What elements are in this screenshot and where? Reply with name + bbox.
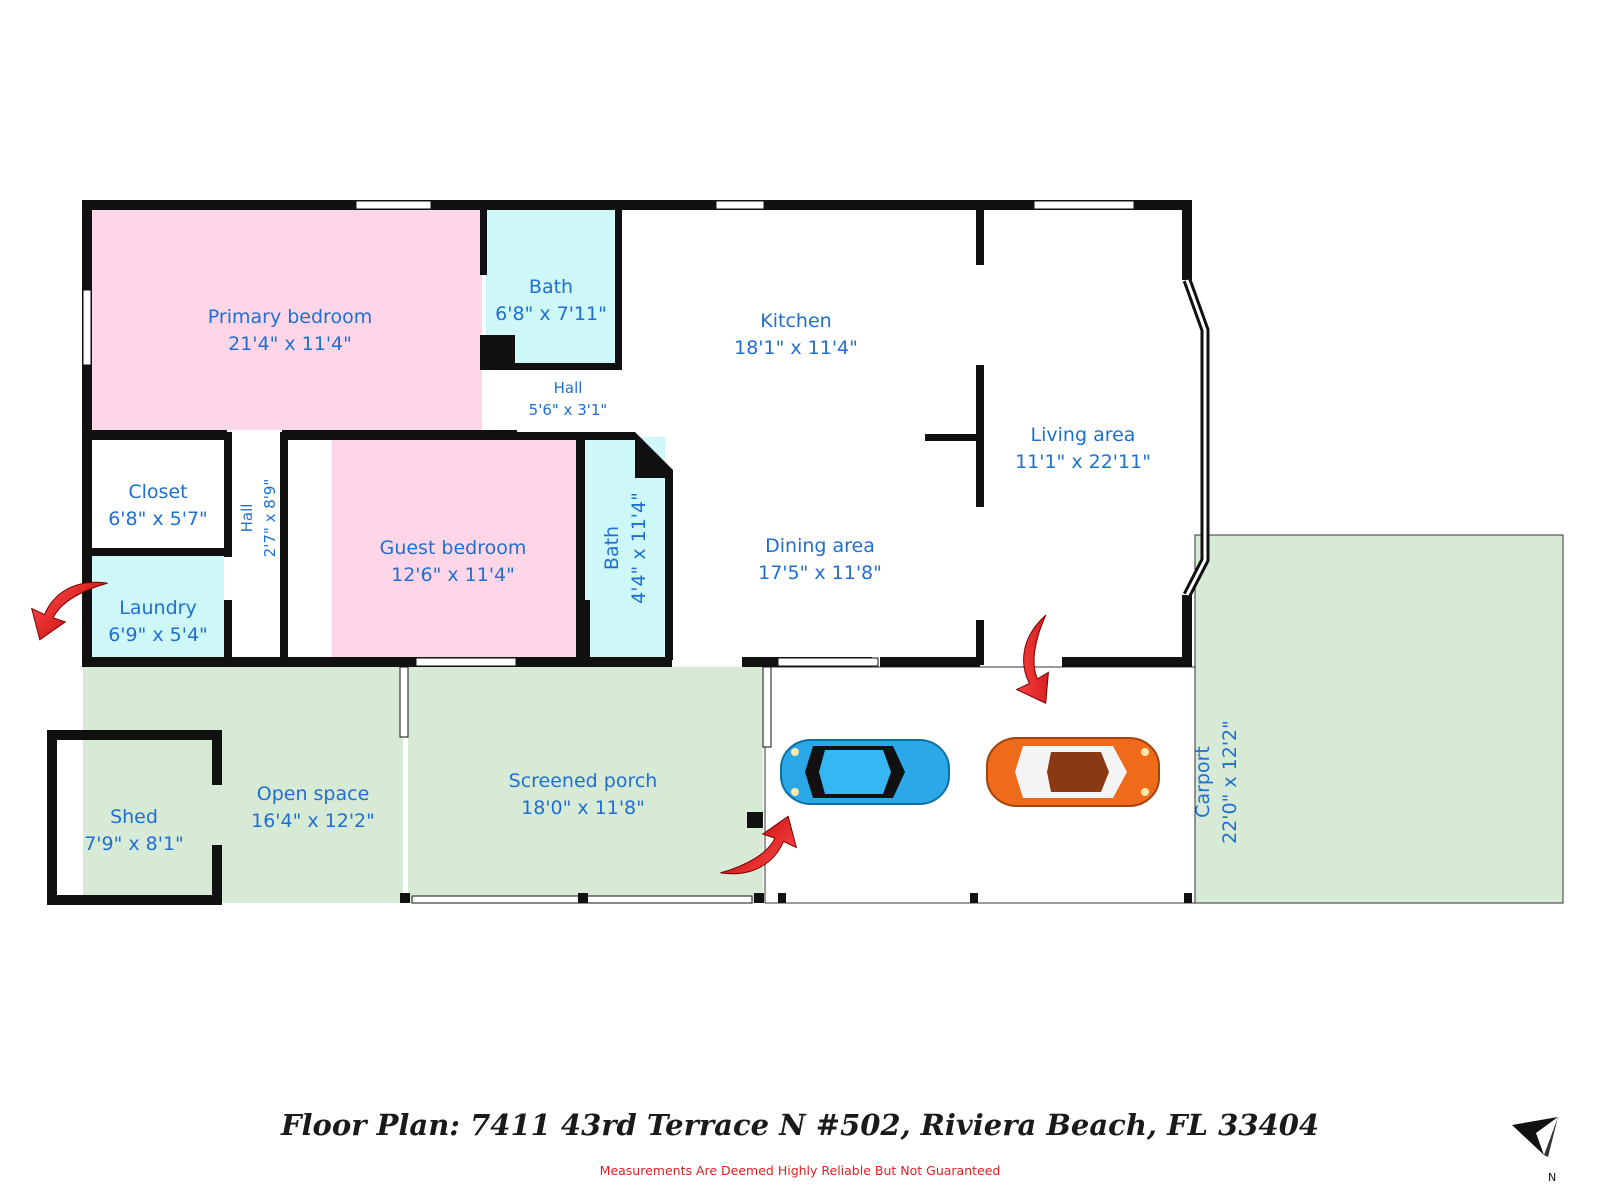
disclaimer-text: Measurements Are Deemed Highly Reliable …: [599, 1163, 1001, 1178]
room-label-living-area: Living area 11'1" x 22'11": [1015, 424, 1151, 473]
room-name: Hall: [554, 379, 583, 397]
room-label-laundry: Laundry 6'9" x 5'4": [108, 597, 208, 646]
room-label-open-space: Open space 16'4" x 12'2": [251, 783, 375, 832]
car-orange-icon: [986, 737, 1160, 807]
primary-bedroom-area: [92, 210, 482, 430]
room-label-bath-1: Bath 6'8" x 7'11": [495, 276, 607, 325]
room-dimensions: 6'9" x 5'4": [108, 624, 208, 646]
room-name: Bath: [601, 526, 623, 570]
room-name: Laundry: [119, 597, 196, 619]
room-dimensions: 17'5" x 11'8": [758, 562, 882, 584]
north-label: N: [1548, 1171, 1556, 1184]
entry-arrow-icon: [30, 581, 108, 641]
room-name: Carport: [1192, 746, 1214, 818]
entry-arrow-icon: [720, 815, 798, 875]
room-name: Primary bedroom: [208, 306, 372, 328]
room-dimensions: 5'6" x 3'1": [529, 401, 608, 419]
room-dimensions: 4'4" x 11'4": [628, 492, 650, 604]
floor-plan-title: Floor Plan: 7411 43rd Terrace N #502, Ri…: [280, 1108, 1320, 1142]
car-blue-icon: [780, 739, 950, 805]
room-dimensions: 12'6" x 11'4": [391, 564, 515, 586]
room-dimensions: 6'8" x 5'7": [108, 508, 208, 530]
room-label-screened-porch: Screened porch 18'0" x 11'8": [509, 770, 658, 819]
room-label-primary-bedroom: Primary bedroom 21'4" x 11'4": [208, 306, 372, 355]
room-name: Bath: [529, 276, 573, 298]
room-label-closet: Closet 6'8" x 5'7": [108, 481, 208, 530]
room-dimensions: 16'4" x 12'2": [251, 810, 375, 832]
room-dimensions: 2'7" x 8'9": [261, 479, 279, 558]
room-name: Kitchen: [760, 310, 831, 332]
room-label-carport: Carport 22'0" x 12'2": [1192, 720, 1241, 844]
guest-bedroom-area: [332, 437, 576, 657]
room-dimensions: 18'1" x 11'4": [734, 337, 858, 359]
room-name: Shed: [110, 806, 158, 828]
room-dimensions: 7'9" x 8'1": [84, 833, 184, 855]
room-label-bath-2: Bath 4'4" x 11'4": [601, 492, 650, 604]
room-dimensions: 21'4" x 11'4": [228, 333, 352, 355]
room-dimensions: 22'0" x 12'2": [1219, 720, 1241, 844]
laundry-area: [92, 555, 224, 657]
north-arrow-icon: N: [1512, 1117, 1558, 1184]
room-name: Open space: [257, 783, 370, 805]
open-space-area: [83, 667, 403, 903]
room-dimensions: 11'1" x 22'11": [1015, 451, 1151, 473]
room-label-hall-2: Hall 2'7" x 8'9": [238, 479, 279, 558]
carport-area: [1194, 534, 1564, 904]
room-label-hall-1: Hall 5'6" x 3'1": [529, 379, 608, 419]
room-name: Closet: [128, 481, 187, 503]
walls: [47, 200, 1192, 905]
screened-porch-area: [408, 667, 763, 903]
room-label-guest-bedroom: Guest bedroom 12'6" x 11'4": [380, 537, 527, 586]
room-name: Dining area: [765, 535, 875, 557]
room-name: Screened porch: [509, 770, 658, 792]
room-dimensions: 18'0" x 11'8": [521, 797, 645, 819]
room-name: Living area: [1031, 424, 1136, 446]
room-dimensions: 6'8" x 7'11": [495, 303, 607, 325]
room-name: Guest bedroom: [380, 537, 527, 559]
room-label-shed: Shed 7'9" x 8'1": [84, 806, 184, 855]
room-label-kitchen: Kitchen 18'1" x 11'4": [734, 310, 858, 359]
room-name: Hall: [238, 504, 256, 533]
porch-posts: [400, 812, 1192, 903]
entry-arrow-icon: [1015, 614, 1050, 704]
room-label-dining-area: Dining area 17'5" x 11'8": [758, 535, 882, 584]
